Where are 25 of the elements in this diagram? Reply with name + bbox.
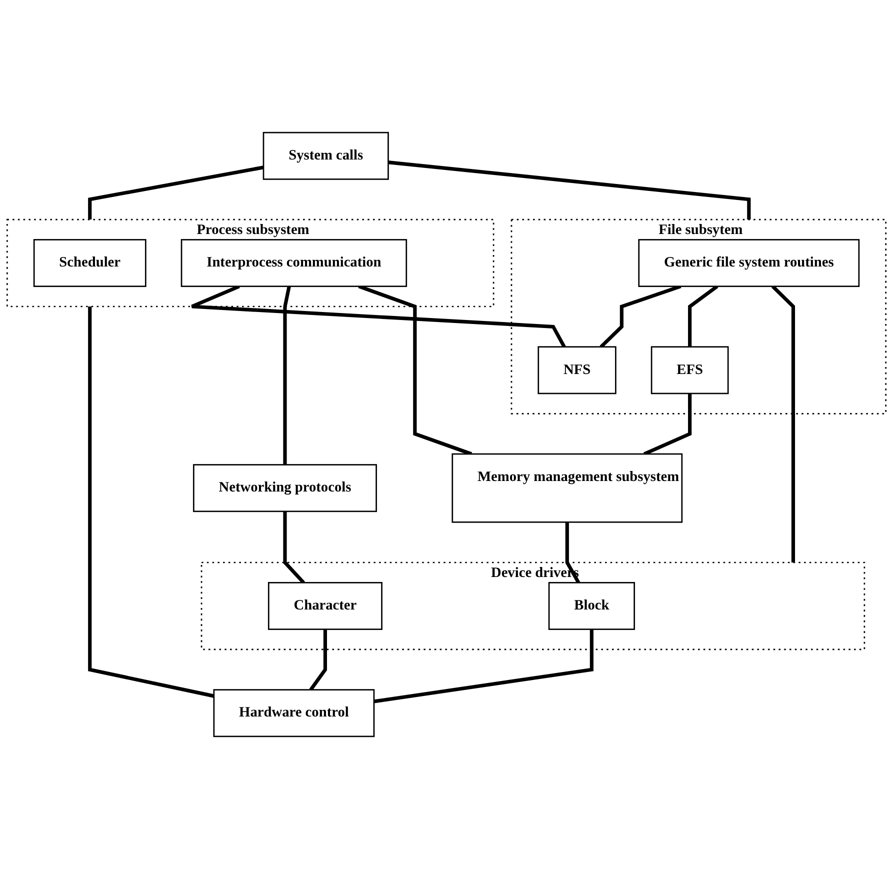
node-box: Scheduler bbox=[33, 239, 146, 288]
node-box: Networking protocols bbox=[192, 464, 377, 512]
node-box: Interprocess communication bbox=[180, 239, 408, 288]
node-box: Character bbox=[268, 582, 382, 630]
connector bbox=[283, 286, 291, 465]
connector bbox=[565, 522, 580, 584]
node-box: Hardware control bbox=[213, 689, 375, 738]
connector bbox=[309, 629, 327, 691]
connector bbox=[374, 629, 594, 704]
connector bbox=[388, 160, 751, 220]
node-box: NFS bbox=[538, 346, 616, 394]
connector bbox=[688, 284, 718, 347]
node-box: EFS bbox=[650, 346, 729, 394]
connector bbox=[771, 285, 796, 562]
connector bbox=[283, 511, 305, 584]
node-box: Generic file system routines bbox=[638, 239, 860, 288]
node-box: Memory management subsystem bbox=[452, 453, 683, 523]
connector bbox=[88, 306, 214, 698]
connector bbox=[88, 166, 264, 220]
connector bbox=[190, 284, 566, 348]
connector bbox=[358, 284, 472, 456]
connector bbox=[643, 393, 692, 456]
node-box: Block bbox=[548, 582, 635, 630]
connector bbox=[600, 284, 682, 348]
node-box: System calls bbox=[262, 132, 389, 180]
